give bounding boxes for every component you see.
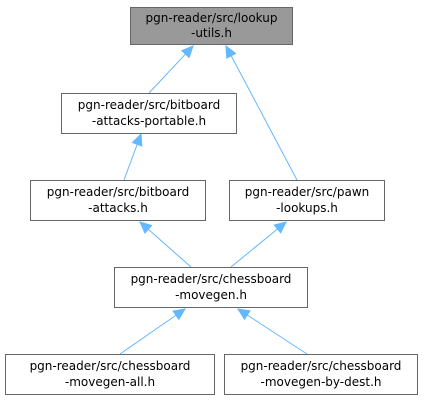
node-bitboard-attacks[interactable]: pgn-reader/src/bitboard -attacks.h xyxy=(30,180,206,221)
node-lookup-utils[interactable]: pgn-reader/src/lookup -utils.h xyxy=(130,7,293,45)
arrowhead-icon xyxy=(236,308,251,321)
node-box xyxy=(114,267,308,308)
edge-line xyxy=(230,228,278,268)
node-bitboard-attacks-portable[interactable]: pgn-reader/src/bitboard -attacks-portabl… xyxy=(61,93,237,134)
edge-line xyxy=(147,228,192,268)
arrowhead-icon xyxy=(131,132,143,147)
edge-line xyxy=(246,314,308,355)
arrowhead-icon xyxy=(172,308,186,321)
node-label-line-2: -attacks.h xyxy=(88,201,148,215)
node-box xyxy=(130,7,293,45)
edge-line xyxy=(148,53,186,94)
node-label-line-1: pgn-reader/src/pawn xyxy=(245,185,370,199)
arrowhead-icon xyxy=(180,45,194,59)
node-label-line-1: pgn-reader/src/bitboard xyxy=(78,98,220,112)
node-box xyxy=(224,354,418,395)
node-box xyxy=(30,180,206,221)
node-label-line-2: -movegen.h xyxy=(175,288,247,302)
edge-line xyxy=(119,314,177,355)
node-label-line-1: pgn-reader/src/chessboard xyxy=(30,359,191,373)
node-label-line-1: pgn-reader/src/chessboard xyxy=(241,359,402,373)
node-box xyxy=(61,93,237,134)
node-label-line-1: pgn-reader/src/lookup xyxy=(146,11,278,25)
edge-movegen-by-dest-to-movegen xyxy=(236,308,308,355)
node-label-line-2: -movegen-by-dest.h xyxy=(261,375,382,389)
graph-edges xyxy=(119,44,308,355)
node-pawn-lookups[interactable]: pgn-reader/src/pawn -lookups.h xyxy=(229,180,385,221)
node-box xyxy=(5,354,215,395)
edge-attacks-portable-to-lookup-utils xyxy=(148,45,194,94)
node-label-line-2: -utils.h xyxy=(191,26,232,40)
edge-line xyxy=(230,55,298,181)
edge-movegen-all-to-movegen xyxy=(119,308,186,355)
node-chessboard-movegen[interactable]: pgn-reader/src/chessboard -movegen.h xyxy=(114,267,308,308)
edge-pawn-lookups-to-lookup-utils xyxy=(225,44,298,181)
arrowhead-icon xyxy=(139,221,153,234)
node-label-line-1: pgn-reader/src/bitboard xyxy=(47,185,189,199)
edge-attacks-to-attacks-portable xyxy=(123,132,143,181)
node-chessboard-movegen-by-dest[interactable]: pgn-reader/src/chessboard -movegen-by-de… xyxy=(224,354,418,395)
arrowhead-icon xyxy=(225,44,237,59)
node-chessboard-movegen-all[interactable]: pgn-reader/src/chessboard -movegen-all.h xyxy=(5,354,215,395)
node-label-line-2: -lookups.h xyxy=(276,201,338,215)
node-label-line-2: -movegen-all.h xyxy=(65,375,155,389)
node-box xyxy=(229,180,385,221)
edge-movegen-to-pawn-lookups xyxy=(230,221,287,268)
node-label-line-2: -attacks-portable.h xyxy=(92,114,206,128)
edge-line xyxy=(123,144,138,181)
arrowhead-icon xyxy=(273,221,287,234)
node-label-line-1: pgn-reader/src/chessboard xyxy=(131,272,292,286)
edge-movegen-to-attacks xyxy=(139,221,192,268)
